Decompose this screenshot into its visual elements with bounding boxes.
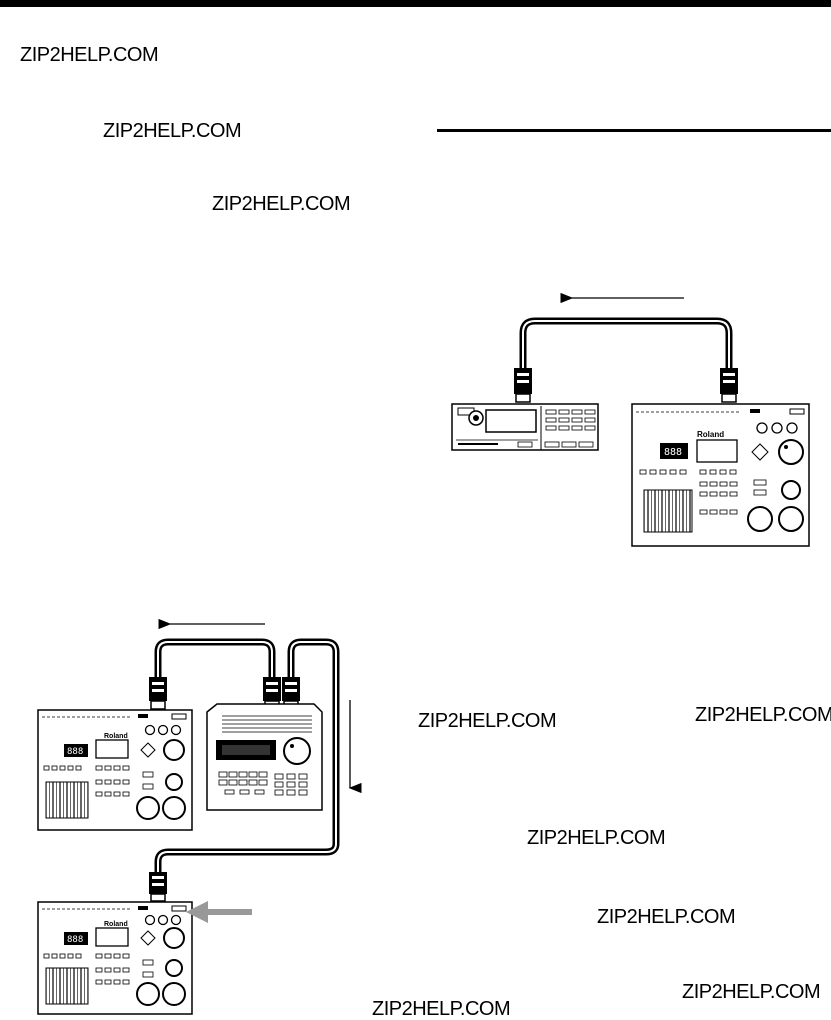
watermark-1: ZIP2HELP.COM — [20, 44, 159, 66]
watermark-3: ZIP2HELP.COM — [212, 193, 351, 215]
midi-cable — [519, 317, 733, 375]
watermark-7: ZIP2HELP.COM — [597, 906, 736, 928]
mixer-recorder-device-large: 888 Roland — [631, 403, 810, 547]
diagram-top-right: 888 Roland — [451, 292, 810, 547]
diagram-bottom-left: 888 Roland — [37, 618, 362, 1015]
cable-plug-right — [720, 368, 738, 403]
highlight-arrow — [186, 901, 252, 923]
drum-machine-device — [206, 703, 323, 811]
watermark-5: ZIP2HELP.COM — [695, 704, 831, 726]
cable-plug-recorder1 — [149, 677, 167, 710]
watermark-6: ZIP2HELP.COM — [527, 827, 666, 849]
svg-text:Roland: Roland — [104, 733, 128, 740]
svg-text:Roland: Roland — [104, 921, 128, 928]
svg-text:Roland: Roland — [697, 430, 724, 439]
section-divider-rule — [437, 129, 831, 132]
watermark-2: ZIP2HELP.COM — [103, 120, 242, 142]
cable-plug-left — [514, 368, 532, 403]
mixer-recorder-device-2: 888 Roland — [37, 901, 193, 1015]
watermark-4: ZIP2HELP.COM — [418, 710, 557, 732]
top-border-bar — [0, 0, 831, 7]
svg-text:888: 888 — [67, 935, 83, 945]
svg-text:888: 888 — [67, 747, 83, 757]
svg-text:888: 888 — [664, 447, 682, 458]
watermark-8: ZIP2HELP.COM — [682, 981, 821, 1003]
cable-plug-recorder2 — [149, 872, 167, 902]
mixer-recorder-device-1: 888 Roland — [37, 709, 193, 831]
watermark-9: ZIP2HELP.COM — [372, 998, 511, 1020]
midi-cable-1 — [154, 638, 276, 680]
rack-sequencer-device — [451, 403, 599, 451]
